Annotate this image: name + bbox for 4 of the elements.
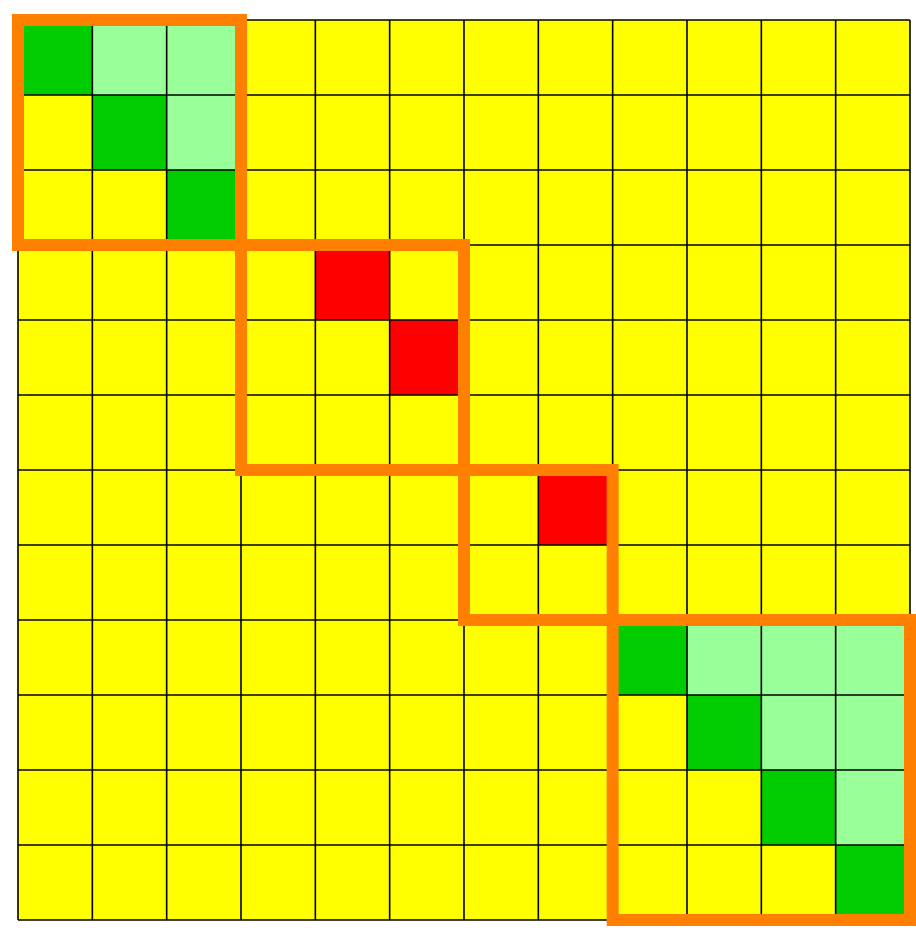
block-outline (458, 464, 619, 626)
block-outline (12, 14, 247, 251)
block-outline (235, 239, 470, 476)
block-outline (606, 614, 916, 926)
